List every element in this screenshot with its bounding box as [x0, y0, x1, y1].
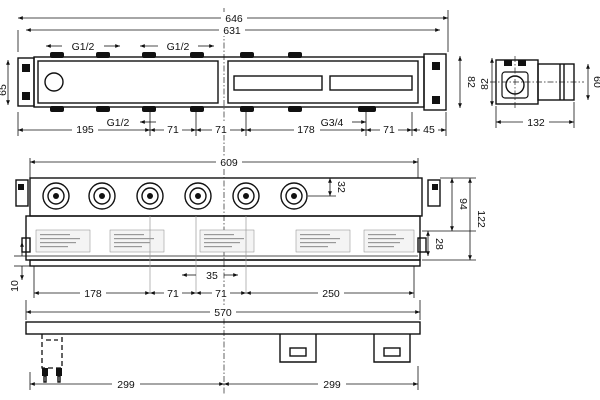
- dim-total-width: 570: [214, 307, 232, 319]
- connection-pads-bottom: [50, 106, 376, 112]
- mounting-foot-left: [42, 368, 62, 383]
- dim-pitch-b: 71: [215, 288, 227, 300]
- top-dimension-chain: 195 71 71 178 71 45: [17, 112, 447, 136]
- dim-spacing-a: 71: [167, 124, 179, 136]
- dim-overall-width: 646: [225, 13, 243, 25]
- mounting-clip-right: [373, 334, 411, 363]
- dim-side-height: 82: [479, 78, 491, 90]
- round-button: [44, 72, 64, 92]
- outlet-3: [136, 182, 164, 210]
- dim-side-outlet: 60: [591, 76, 600, 88]
- dim-spacing-b: 71: [215, 124, 227, 136]
- rect-outlet-1: [233, 75, 323, 91]
- outlet-2: [88, 182, 116, 210]
- bottom-view: 299 299: [25, 321, 421, 391]
- outlet-4: [184, 182, 212, 210]
- rect-outlet-2: [329, 75, 413, 91]
- mounting-bracket-right: [423, 53, 447, 111]
- outlet-1: [42, 182, 70, 210]
- thread-label-top-right: G1/2: [167, 41, 190, 53]
- thread-label-bottom: G1/2: [107, 117, 130, 129]
- dim-front-width: 609: [220, 157, 238, 169]
- dim-height-right: 82: [465, 76, 477, 88]
- front-bracket-right: [417, 179, 441, 253]
- warning-labels: [35, 229, 415, 253]
- mounting-clip-middle: [279, 334, 317, 363]
- dim-pitch-a: 71: [167, 288, 179, 300]
- dim-pitch-right: 250: [322, 288, 340, 300]
- side-view: 82 60 132: [479, 56, 600, 129]
- front-view: 609: [9, 156, 487, 320]
- dim-offset-right: 45: [423, 124, 435, 136]
- dim-pitch-left: 178: [84, 288, 102, 300]
- outlet-5: [232, 182, 260, 210]
- dim-centre-width: 631: [223, 25, 241, 37]
- thread-label-top-left: G1/2: [72, 41, 95, 53]
- top-view: 646 631 G1/2 G1/2: [0, 10, 477, 136]
- dim-front-height-inner: 94: [457, 198, 469, 210]
- dim-half-right: 299: [323, 379, 341, 391]
- dim-spacing-c: 71: [383, 124, 395, 136]
- front-pitch-chain: 178 71 71 250: [33, 266, 415, 300]
- dim-bottom-gap: 10: [9, 280, 21, 292]
- dim-offset-left: 195: [76, 124, 94, 136]
- dim-front-height-total: 122: [475, 210, 487, 228]
- dim-height-outer: 65: [0, 84, 9, 96]
- dim-span-middle: 178: [297, 124, 315, 136]
- dim-side-length: 132: [527, 117, 545, 129]
- outlet-6: [280, 182, 308, 210]
- dim-half-left: 299: [117, 379, 135, 391]
- connection-pads-top: [50, 52, 302, 58]
- mounting-bracket-left: [17, 57, 35, 107]
- dim-outlet-offset: 32: [335, 181, 347, 193]
- front-outlets: [42, 182, 308, 210]
- thread-label-g34: G3/4: [321, 117, 344, 129]
- dim-front-height-base: 28: [433, 238, 445, 250]
- dim-centre-offset: 35: [206, 270, 218, 282]
